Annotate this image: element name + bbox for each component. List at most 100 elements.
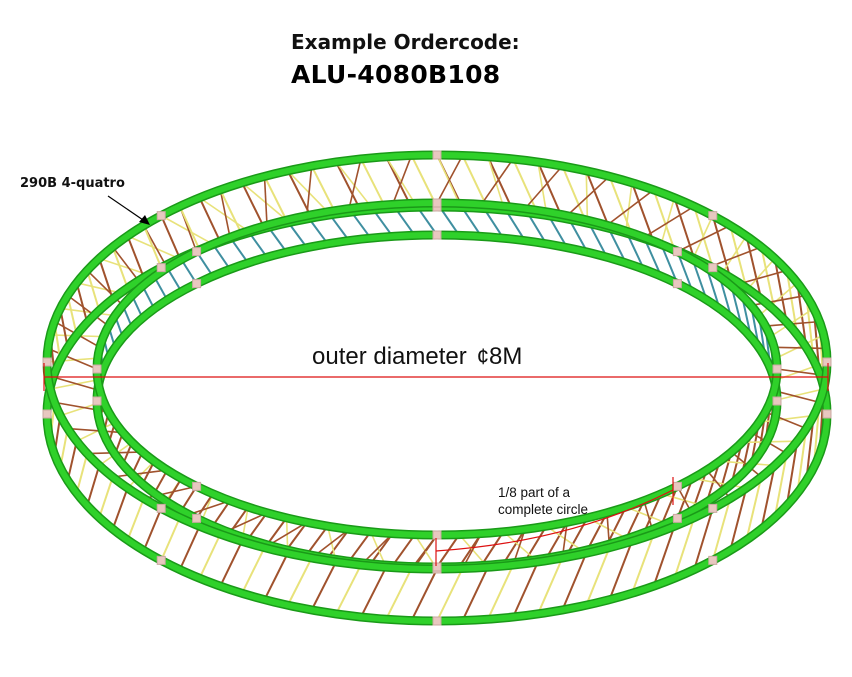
outer-brace [673,197,696,259]
outer-brace [773,453,788,518]
outer-brace [486,156,514,212]
top-brace [60,307,116,317]
part-label: 290B 4-quatro [20,176,125,191]
outer-brace [796,282,808,348]
outer-brace [360,158,387,210]
top-brace [775,334,825,359]
top-brace [67,427,123,434]
segment-connector [156,503,166,513]
segment-connector [192,481,202,491]
segment-connector [708,555,718,565]
top-brace [50,379,98,390]
top-brace [391,155,413,205]
diameter-value: 8M [489,343,523,370]
top-brace [335,161,372,207]
top-brace [677,224,731,253]
outer-brace [86,270,101,311]
outer-brace [711,498,732,561]
inner-brace [545,521,568,559]
outer-brace [160,517,181,561]
inner-brace [524,525,548,562]
inner-brace [676,251,694,292]
segment-connector [432,150,442,160]
top-brace [643,205,695,238]
outer-brace [537,161,564,219]
segment-connector [672,513,682,523]
outer-brace [673,517,696,579]
inner-brace [502,528,526,565]
top-brace [660,197,676,245]
outer-brace [693,508,714,570]
diameter-symbol: ¢ [476,344,489,369]
top-brace [537,161,548,212]
outer-brace [75,282,89,323]
inner-brace [606,506,627,546]
inner-brace [266,517,288,546]
fraction-line2: complete circle [498,502,589,517]
top-brace [385,156,416,204]
outer-brace [178,205,201,251]
part-pointer-line [107,195,147,223]
inner-brace [566,517,589,555]
outer-brace [75,453,89,494]
outer-brace [310,165,337,215]
top-brace [127,235,182,261]
outer-brace [385,156,413,208]
top-brace [585,170,589,221]
inner-brace [348,531,372,562]
segment-connector [156,555,166,565]
outer-brace [360,566,387,618]
outer-brace [631,533,655,594]
segment-connector [92,396,102,406]
segment-connector [822,409,832,419]
inner-brace [166,477,183,503]
part-pointer-arrowhead [139,215,150,225]
inner-brace [166,267,183,293]
outer-brace [241,547,266,594]
outer-brace [219,189,243,236]
outer-brace [410,154,438,208]
segment-connector [672,279,682,289]
inner-brace [660,485,679,527]
segment-connector [708,263,718,273]
outer-brace [126,498,145,541]
outer-brace [652,525,676,587]
top-brace [199,197,249,232]
top-brace [263,176,268,226]
ordercode-value: ALU-4080B108 [291,60,501,89]
segment-connector [432,530,442,540]
outer-brace [142,225,163,269]
segment-connector [192,247,202,257]
top-brace [112,469,168,478]
outer-brace [652,189,676,251]
outer-brace [585,547,611,606]
top-brace [692,477,747,489]
outer-brace [561,165,588,224]
top-brace [566,175,611,217]
segment-connector [772,396,782,406]
segment-connector [432,198,442,208]
segment-connector [42,409,52,419]
segment-connector [192,279,202,289]
outer-brace [745,476,763,541]
inner-brace [436,534,461,568]
outer-brace [512,158,539,215]
segment-connector [672,481,682,491]
segment-connector [708,211,718,221]
inner-brace [643,493,663,534]
annotations [43,195,829,566]
segment-connector [822,357,832,367]
outer-brace [760,246,776,311]
top-brace [773,389,820,404]
outer-brace [436,568,464,622]
fraction-arc [435,489,674,552]
top-brace [306,165,313,216]
segment-connector [156,211,166,221]
segment-connector [708,503,718,513]
outer-brace [461,566,489,621]
outer-brace [745,235,763,300]
inner-brace [306,525,329,555]
inner-brace [211,243,231,270]
outer-brace [86,465,101,506]
outer-brace [241,182,266,229]
